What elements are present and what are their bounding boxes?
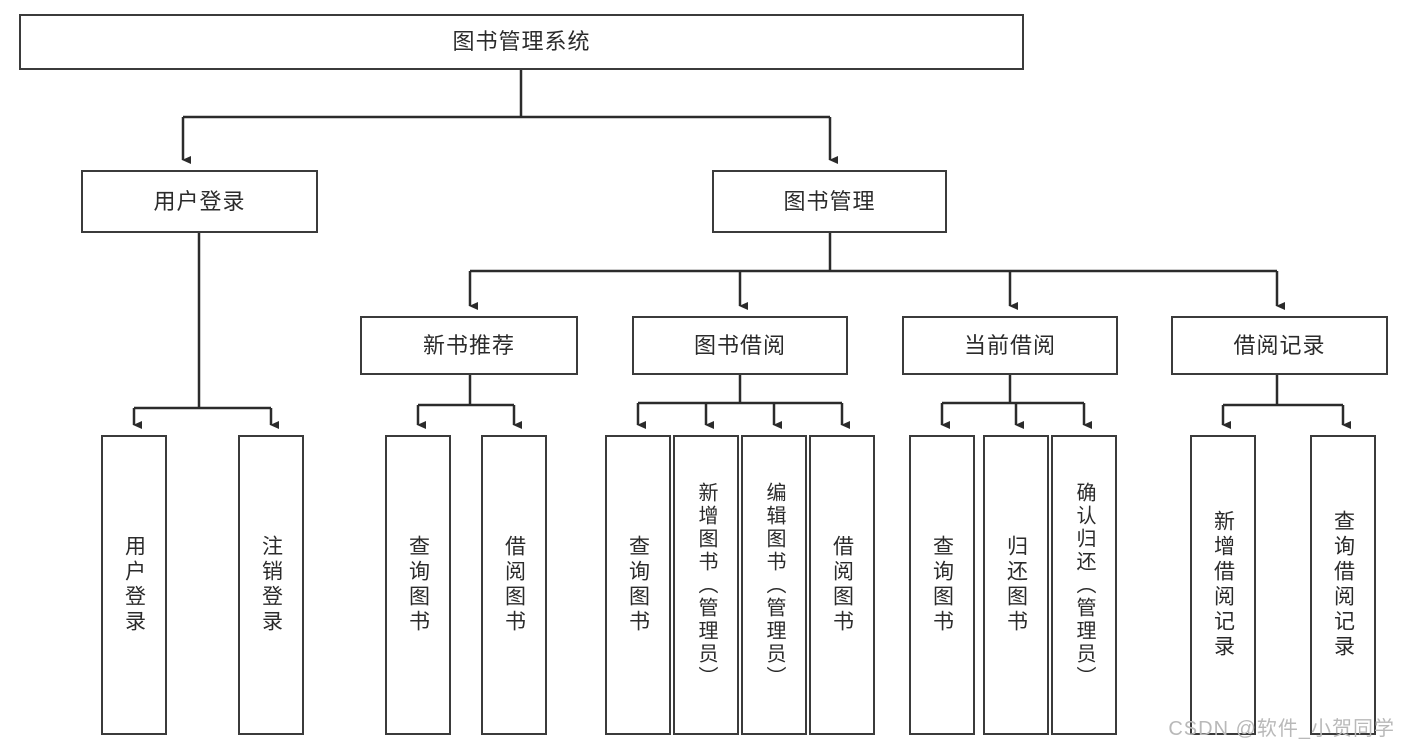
leaf-query-borrow-record[interactable]: 查询借阅记录 [1310, 435, 1376, 735]
leaf-add-borrow-record[interactable]: 新增借阅记录 [1190, 435, 1256, 735]
node-book-borrow-label: 图书借阅 [693, 332, 786, 358]
leaf-query-books-current[interactable]: 查询图书 [909, 435, 975, 735]
leaf-query-books-borrow[interactable]: 查询图书 [605, 435, 671, 735]
leaf-user-login-label: 用户登录 [122, 535, 146, 635]
leaf-query-books-borrow-label: 查询图书 [626, 535, 650, 635]
node-user-login-label: 用户登录 [153, 188, 246, 214]
leaf-borrow-books[interactable]: 借阅图书 [809, 435, 875, 735]
leaf-return-books-label: 归还图书 [1004, 535, 1028, 635]
node-new-book-recommend[interactable]: 新书推荐 [360, 316, 578, 375]
leaf-logout-label: 注销登录 [259, 535, 283, 635]
leaf-query-books-recommend[interactable]: 查询图书 [385, 435, 451, 735]
node-borrow-records[interactable]: 借阅记录 [1171, 316, 1388, 375]
leaf-return-books[interactable]: 归还图书 [983, 435, 1049, 735]
node-root-label: 图书管理系统 [452, 29, 591, 55]
node-current-borrow[interactable]: 当前借阅 [902, 316, 1118, 375]
leaf-add-book-admin[interactable]: 新增图书（管理员） [673, 435, 739, 735]
leaf-query-books-current-label: 查询图书 [930, 535, 954, 635]
node-root[interactable]: 图书管理系统 [19, 14, 1024, 70]
leaf-edit-book-admin-label: 编辑图书（管理员） [763, 481, 785, 689]
leaf-logout[interactable]: 注销登录 [238, 435, 304, 735]
leaf-borrow-books-recommend-label: 借阅图书 [502, 535, 526, 635]
node-user-login[interactable]: 用户登录 [81, 170, 318, 233]
node-current-borrow-label: 当前借阅 [963, 332, 1056, 358]
leaf-edit-book-admin[interactable]: 编辑图书（管理员） [741, 435, 807, 735]
node-book-borrow[interactable]: 图书借阅 [632, 316, 848, 375]
leaf-query-books-recommend-label: 查询图书 [406, 535, 430, 635]
leaf-borrow-books-label: 借阅图书 [830, 535, 854, 635]
leaf-add-borrow-record-label: 新增借阅记录 [1211, 510, 1235, 660]
node-book-management[interactable]: 图书管理 [712, 170, 947, 233]
node-new-book-recommend-label: 新书推荐 [422, 332, 515, 358]
leaf-confirm-return-admin[interactable]: 确认归还（管理员） [1051, 435, 1117, 735]
node-borrow-records-label: 借阅记录 [1233, 332, 1326, 358]
leaf-add-book-admin-label: 新增图书（管理员） [695, 481, 717, 689]
leaf-borrow-books-recommend[interactable]: 借阅图书 [481, 435, 547, 735]
node-book-management-label: 图书管理 [783, 188, 876, 214]
leaf-user-login[interactable]: 用户登录 [101, 435, 167, 735]
leaf-query-borrow-record-label: 查询借阅记录 [1331, 510, 1355, 660]
leaf-confirm-return-admin-label: 确认归还（管理员） [1073, 481, 1095, 689]
